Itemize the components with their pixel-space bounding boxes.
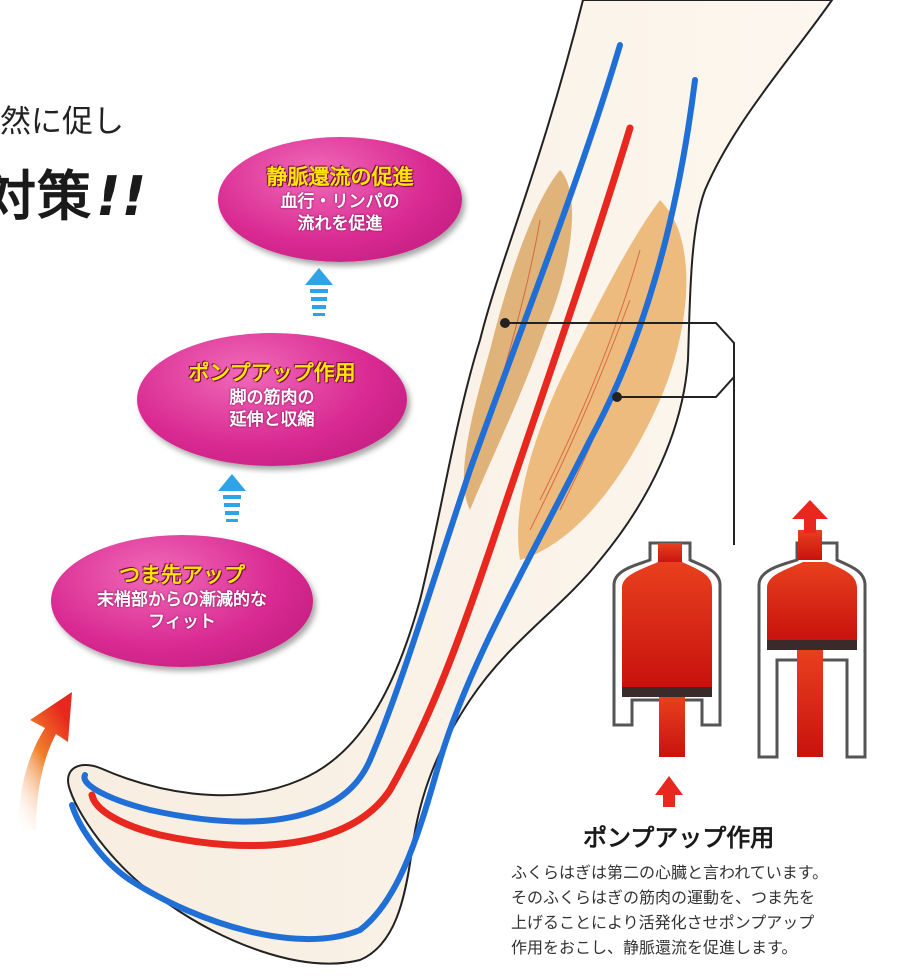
pump-title: ポンプアップ作用 <box>583 824 775 852</box>
bubble-title: つま先アップ <box>119 563 245 587</box>
heading-line-1: 然に促し <box>0 104 124 140</box>
bubble-text: 脚の筋肉の <box>229 388 315 408</box>
bubble-text: 血行・リンパの <box>280 192 400 212</box>
calf-muscle-back <box>518 200 687 560</box>
bubble-title: 静脈還流の促進 <box>266 165 414 189</box>
arrow-up-icon <box>218 474 246 522</box>
bubble-text: フィット <box>148 612 216 632</box>
pump-diagram-relaxed <box>612 541 722 807</box>
pump-description: ふくらはぎは第二の心臓と言われています。 そのふくらはぎの筋肉の運動を、つま先を… <box>511 860 915 960</box>
pump-diagram-contracted <box>757 500 867 759</box>
arrow-up-icon <box>305 268 333 316</box>
vein-front <box>81 42 623 825</box>
bubble-text: 流れを促進 <box>297 214 383 234</box>
bubble-venous-return: 静脈還流の促進 血行・リンパの 流れを促進 <box>218 137 462 262</box>
bubble-text: 末梢部からの漸減的な <box>97 590 267 610</box>
pump-description-line: 作用をおこし、静脈還流を促進します。 <box>511 938 798 957</box>
artery <box>88 124 634 850</box>
heading-line-2: 対策!! <box>0 152 147 231</box>
pump-description-line: そのふくらはぎの筋肉の運動を、つま先を <box>511 888 816 907</box>
vein-back <box>69 77 698 943</box>
heading-exclamation: !! <box>96 165 148 228</box>
pump-description-line: ふくらはぎは第二の心臓と言われています。 <box>511 863 829 882</box>
heading-line-2-text: 対策 <box>0 165 92 228</box>
bubble-text: 延伸と収縮 <box>229 410 315 430</box>
bubble-pump-up: ポンプアップ作用 脚の筋肉の 延伸と収縮 <box>137 333 407 466</box>
leader-lines <box>505 322 735 545</box>
bubble-title: ポンプアップ作用 <box>188 361 356 385</box>
curved-arrow-icon <box>18 692 72 830</box>
bubble-toe-up: つま先アップ 末梢部からの漸減的な フィット <box>51 535 313 667</box>
pump-description-line: 上げることにより活発化させポンプアップ <box>511 913 815 932</box>
